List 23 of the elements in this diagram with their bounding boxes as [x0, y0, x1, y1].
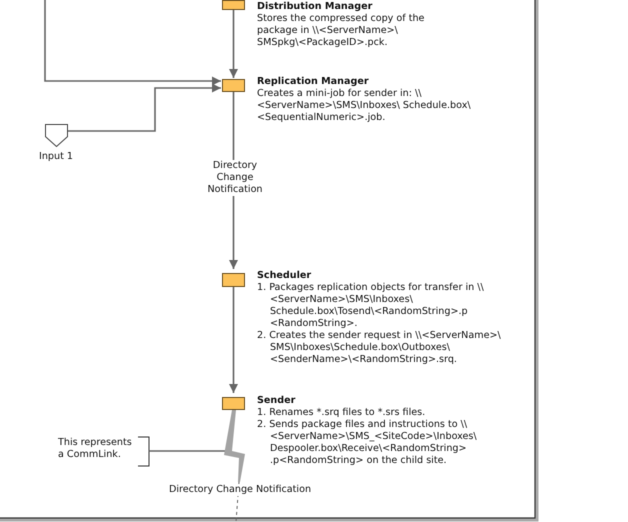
step-list-item: 1. Packages replication objects for transfer in \\<ServerName>\SMS\Inboxes\ Schedule.box\Tosend\<RandomString>.p <RandomString>. [257, 282, 485, 330]
process-box [222, 79, 245, 92]
step-list-item: 2. Sends package files and instructions to \\<ServerName>\SMS_<SiteCode>\Inboxes\ Despooler.box\Receive\<RandomString> .p<RandomString> on the child site. [257, 419, 478, 467]
process-box [222, 273, 245, 287]
process-box [222, 397, 245, 410]
step-list-item: 2. Creates the sender request in \\<ServerName>\ SMS\Inboxes\Schedule.box\Outboxes\ <SenderName>\<RandomString>.srq. [257, 330, 502, 366]
step-heading: Sender [257, 395, 296, 407]
leader-line [149, 450, 226, 452]
arrow [229, 287, 238, 393]
step-heading: Distribution Manager [257, 1, 374, 13]
step-description: Stores the compressed copy of the package in \\<ServerName>\ SMSpkg\<PackageID>.pck. [257, 13, 426, 49]
arrow [68, 84, 221, 132]
input-label: Input 1 [39, 151, 73, 163]
lightning-bolt [223, 410, 246, 482]
process-box [222, 0, 245, 10]
step-list-item: 1. Renames *.srq files to *.srs files. [257, 407, 426, 419]
arrow [44, 0, 221, 86]
arrow [229, 10, 238, 78]
step-description: Creates a mini-job for sender in: \\<ServerName>\SMS\Inboxes\ Schedule.box\<SequentialNumeric>.job. [257, 88, 472, 124]
step-heading: Scheduler [257, 270, 312, 282]
note-text: This represents a CommLink. [58, 437, 138, 463]
input-symbol [45, 124, 68, 147]
step-heading: Replication Manager [257, 76, 370, 88]
